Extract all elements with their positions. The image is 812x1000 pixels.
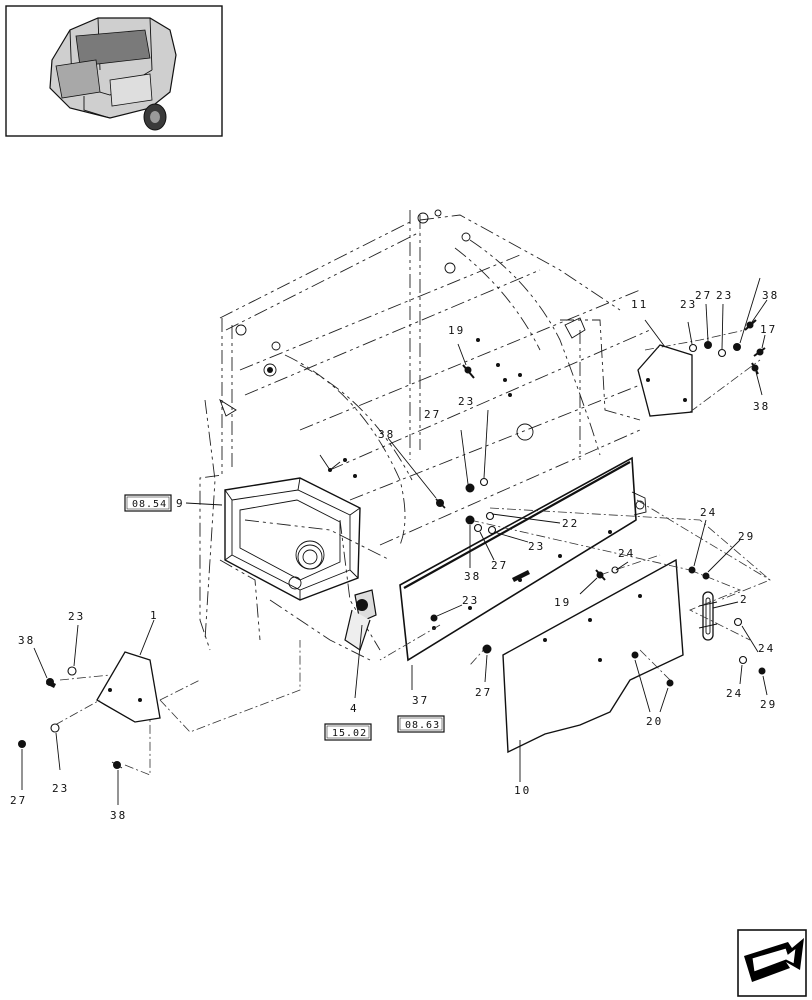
washer-24-handle-icon	[733, 617, 743, 627]
callout-38b: 38	[110, 809, 127, 822]
reference-label-08-63: 08.63	[405, 720, 440, 731]
washer-23-panel-icon	[487, 525, 497, 535]
baler-frame-phantom	[199, 210, 651, 661]
nut-29-bottom-icon	[758, 667, 766, 675]
callout-23e: 23	[462, 594, 479, 607]
callout-2: 2	[740, 593, 749, 606]
part-9-box-frame	[224, 477, 361, 601]
part-37-shield-panel	[399, 456, 647, 662]
reference-label-08-54: 08.54	[132, 499, 167, 510]
callout-29b: 29	[760, 698, 777, 711]
washer-24-right-icon	[688, 566, 696, 574]
reference-box-08-63[interactable]: 08.63	[397, 715, 445, 733]
callout-38c: 38	[378, 428, 395, 441]
reference-label-15-02: 15.02	[332, 728, 367, 739]
part-1-side-shield	[96, 651, 161, 723]
callout-17: 17	[760, 323, 777, 336]
callout-38a: 38	[18, 634, 35, 647]
callout-24b: 24	[618, 547, 635, 560]
callout-labels: 1 2 4 9 10 11 17 19 19 20 22 23 23 23 23…	[10, 289, 779, 822]
leader-lines	[21, 277, 768, 805]
washer-23-shield-icon	[430, 614, 438, 622]
frame-details	[219, 209, 586, 590]
callout-23d: 23	[528, 540, 545, 553]
part-4-actuator	[344, 589, 377, 651]
nut-27-right-icon	[704, 341, 712, 349]
bolt-19-lower-icon	[595, 569, 606, 581]
bolt-38-center-icon	[435, 498, 446, 509]
washer-23-lower-icon	[50, 723, 60, 733]
bolt-38-right-icon	[751, 362, 759, 375]
callout-37: 37	[412, 694, 429, 707]
callout-38d: 38	[464, 570, 481, 583]
callout-23g: 23	[716, 289, 733, 302]
bolt-17-icon	[753, 347, 766, 357]
callout-27c: 27	[491, 559, 508, 572]
washer-23-left-icon	[67, 666, 77, 676]
callout-38e: 38	[762, 289, 779, 302]
callout-4: 4	[350, 702, 359, 715]
next-page-button[interactable]	[737, 929, 807, 997]
washer-23-center-icon	[479, 477, 489, 487]
callout-20: 20	[646, 715, 663, 728]
washer-24-bottom-icon	[738, 655, 748, 665]
callout-27a: 27	[10, 794, 27, 807]
hardware	[18, 319, 766, 769]
bolt-38-left-icon	[46, 678, 56, 688]
bolt-20-icon	[631, 651, 674, 687]
nut-27-panel-icon	[473, 523, 483, 533]
baler-machine-thumbnail-icon	[49, 17, 177, 131]
callout-11: 11	[631, 298, 648, 311]
callout-27e: 27	[695, 289, 712, 302]
callout-27d: 27	[475, 686, 492, 699]
part-11-small-shield	[637, 344, 693, 417]
bolt-38-upper-icon	[744, 319, 757, 331]
callout-23b: 23	[52, 782, 69, 795]
washer-22-icon	[485, 511, 495, 521]
nut-29-right-icon	[702, 572, 710, 580]
reference-box-08-54[interactable]: 08.54	[124, 494, 172, 512]
callout-9: 9	[176, 497, 185, 510]
callout-10: 10	[514, 784, 531, 797]
washer-24-lower-icon	[611, 566, 619, 574]
callout-19a: 19	[448, 324, 465, 337]
nut-27-center-icon	[465, 483, 475, 493]
callout-23f: 23	[680, 298, 697, 311]
callout-23a: 23	[68, 610, 85, 623]
bolt-38-lower-icon	[111, 761, 123, 769]
nut-27-upper-icon	[733, 343, 741, 351]
bolt-19-center-icon	[462, 364, 475, 379]
assembly-lines	[54, 329, 771, 776]
next-page-arrow-icon	[744, 938, 804, 982]
callout-29a: 29	[738, 530, 755, 543]
thumbnail-frame	[5, 5, 223, 137]
callout-24d: 24	[726, 687, 743, 700]
callout-23c: 23	[458, 395, 475, 408]
callout-38f: 38	[753, 400, 770, 413]
washer-23-right-icon	[688, 343, 698, 353]
nut-27-shield-icon	[482, 644, 492, 654]
callout-1: 1	[150, 609, 159, 622]
washer-23-upper-icon	[717, 348, 727, 358]
callout-27b: 27	[424, 408, 441, 421]
bolt-38-panel-icon	[465, 515, 475, 525]
callout-19b: 19	[554, 596, 571, 609]
reference-box-15-02[interactable]: 15.02	[324, 723, 372, 741]
callout-22: 22	[562, 517, 579, 530]
callout-24a: 24	[700, 506, 717, 519]
nut-27-left-icon	[18, 740, 26, 748]
callout-24c: 24	[758, 642, 775, 655]
